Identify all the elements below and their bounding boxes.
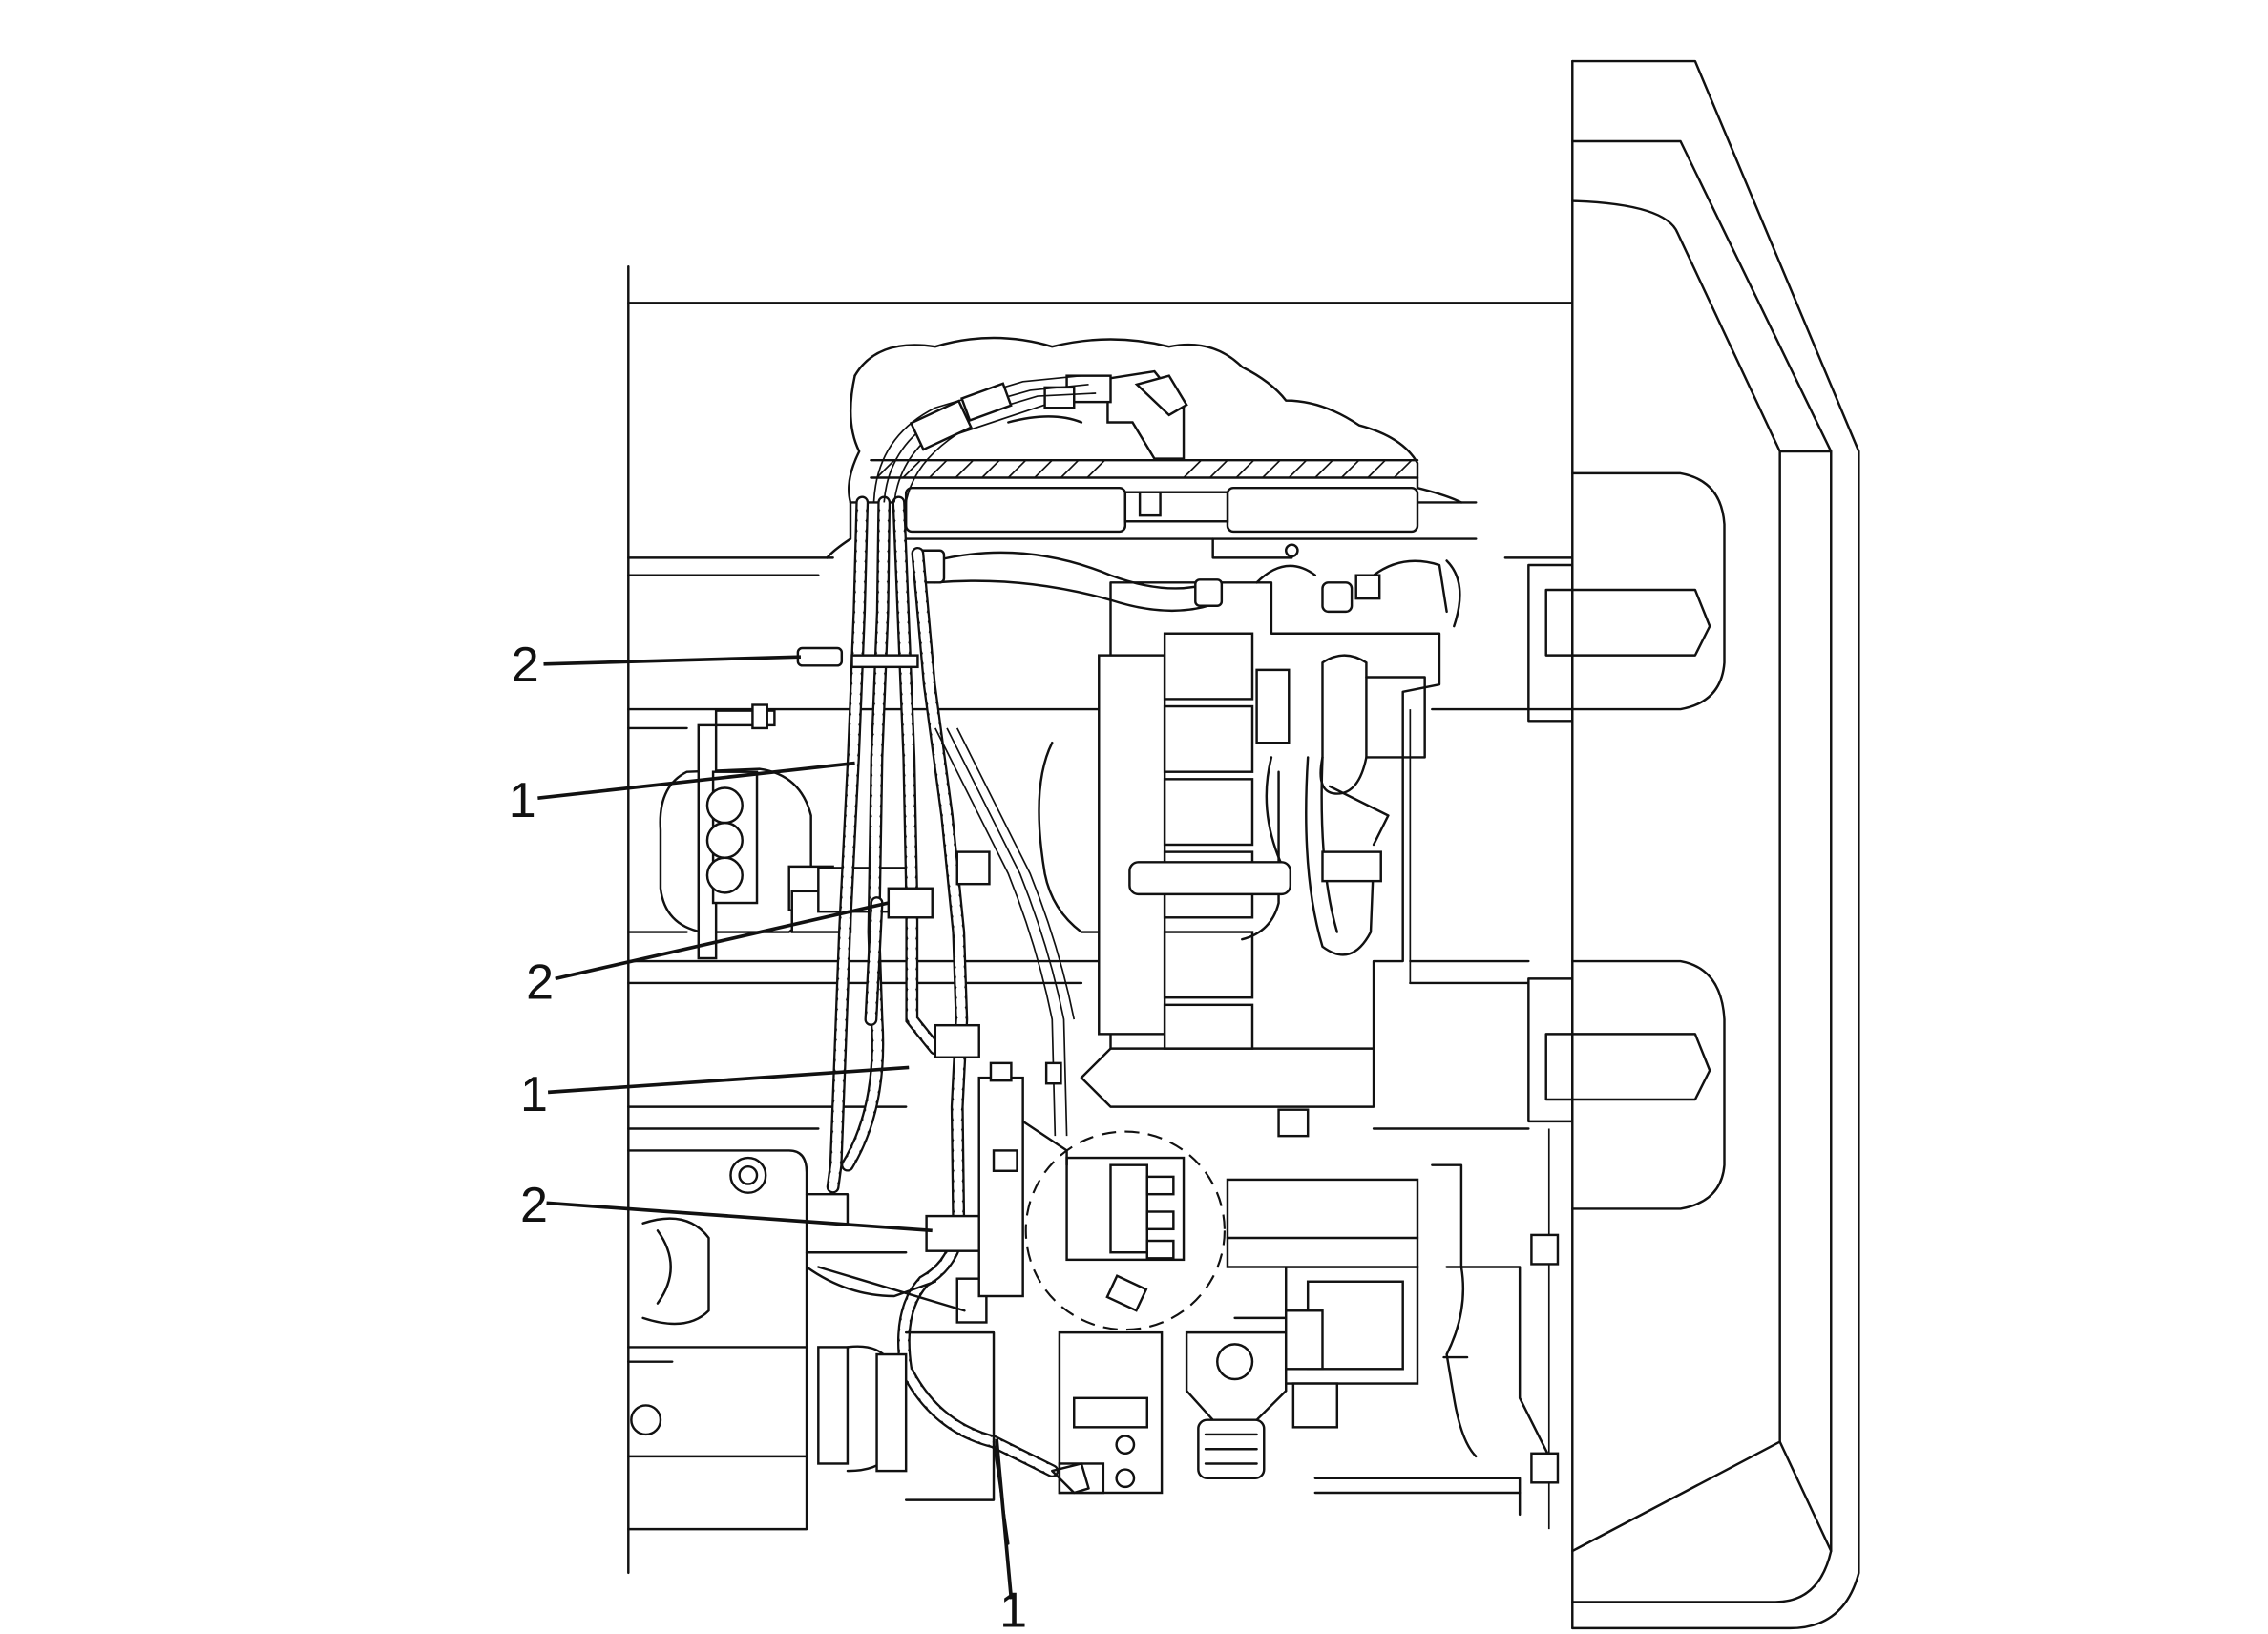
upper-hose-loops bbox=[914, 549, 1461, 628]
callout-label: 1 bbox=[520, 1067, 548, 1122]
frame-rails bbox=[627, 265, 1574, 1575]
callout-leader bbox=[543, 655, 802, 666]
callout-label: 1 bbox=[509, 773, 536, 828]
callout-label: 2 bbox=[512, 638, 539, 693]
counterweight-frame bbox=[1527, 59, 1860, 1630]
cutaway-section bbox=[826, 336, 1478, 559]
callout-leader bbox=[995, 1438, 1014, 1600]
braided-hoses bbox=[826, 495, 1060, 1477]
callouts: 2 1 2 1 2 1 bbox=[509, 638, 1027, 1634]
callout-leader bbox=[547, 1065, 910, 1095]
callout-label: 2 bbox=[526, 955, 554, 1011]
pump-assemblies bbox=[817, 1178, 1419, 1545]
detail-circle bbox=[977, 1061, 1226, 1331]
callout-leader bbox=[546, 1201, 933, 1233]
right-frame-details bbox=[1313, 1163, 1560, 1517]
callout-leader bbox=[555, 901, 890, 981]
callout-label: 2 bbox=[520, 1178, 548, 1233]
lower-left-tank bbox=[627, 1149, 966, 1531]
callout-leader bbox=[537, 761, 855, 800]
callout-label: 1 bbox=[999, 1582, 1027, 1634]
central-valve-bank bbox=[1038, 581, 1441, 1138]
thin-pipes bbox=[872, 374, 1097, 1137]
